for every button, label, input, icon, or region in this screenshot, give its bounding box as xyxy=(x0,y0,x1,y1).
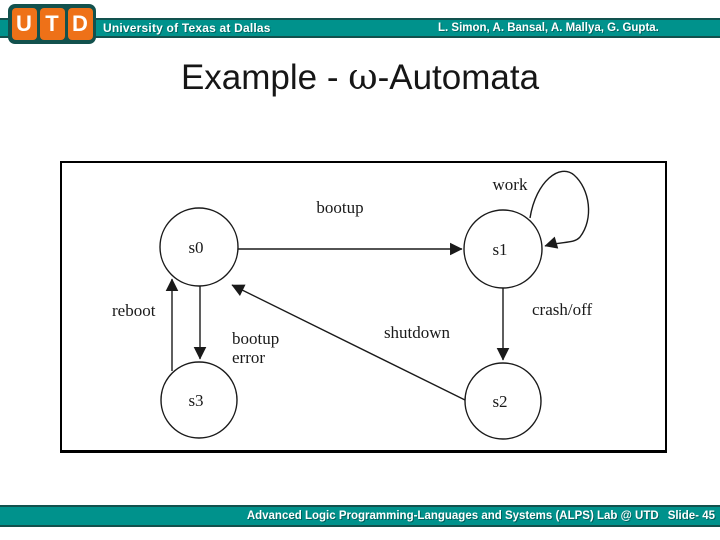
label-reboot: reboot xyxy=(112,301,156,320)
state-s0-circle xyxy=(159,207,239,287)
state-s3-label: s3 xyxy=(188,391,203,410)
footer-bar: Advanced Logic Programming-Languages and… xyxy=(0,505,720,527)
label-crash-off: crash/off xyxy=(532,300,592,319)
state-s1-circle xyxy=(463,209,543,289)
utd-logo: U T D xyxy=(8,4,96,44)
state-s3-circle xyxy=(160,361,238,439)
state-s1-label: s1 xyxy=(492,240,507,259)
label-bootup-error-line1: bootup xyxy=(232,329,279,348)
state-machine-svg: s0 s1 s2 s3 bootup work crash/off shutdo… xyxy=(112,170,592,440)
header-bar xyxy=(0,18,720,38)
title-prefix: Example - xyxy=(180,58,349,97)
slide-title: Example - ω-Automata xyxy=(0,57,720,98)
state-s0-label: s0 xyxy=(188,238,203,257)
title-suffix: -Automata xyxy=(377,58,540,97)
state-s2-circle xyxy=(464,362,542,440)
logo-letter-tile-t: T xyxy=(39,8,65,40)
logo-letter-tile-d: D xyxy=(67,8,93,40)
authors-line: L. Simon, A. Bansal, A. Mallya, G. Gupta… xyxy=(438,22,659,34)
slide-number: Slide- 45 xyxy=(667,510,715,522)
label-shutdown: shutdown xyxy=(384,323,451,342)
transition-shutdown-arrow xyxy=(231,284,466,401)
omega-symbol: ω xyxy=(348,57,378,98)
label-bootup-error-line2: error xyxy=(232,348,265,367)
label-work: work xyxy=(493,175,528,194)
state-s2-label: s2 xyxy=(492,392,507,411)
transition-work-selfloop-arrow xyxy=(529,170,590,249)
university-name: University of Texas at Dallas xyxy=(103,21,271,35)
footer-lab-credit: Advanced Logic Programming-Languages and… xyxy=(246,510,659,522)
automata-diagram: s0 s1 s2 s3 bootup work crash/off shutdo… xyxy=(60,161,667,453)
label-bootup: bootup xyxy=(316,198,363,217)
logo-letter-tile-u: U xyxy=(11,8,37,40)
